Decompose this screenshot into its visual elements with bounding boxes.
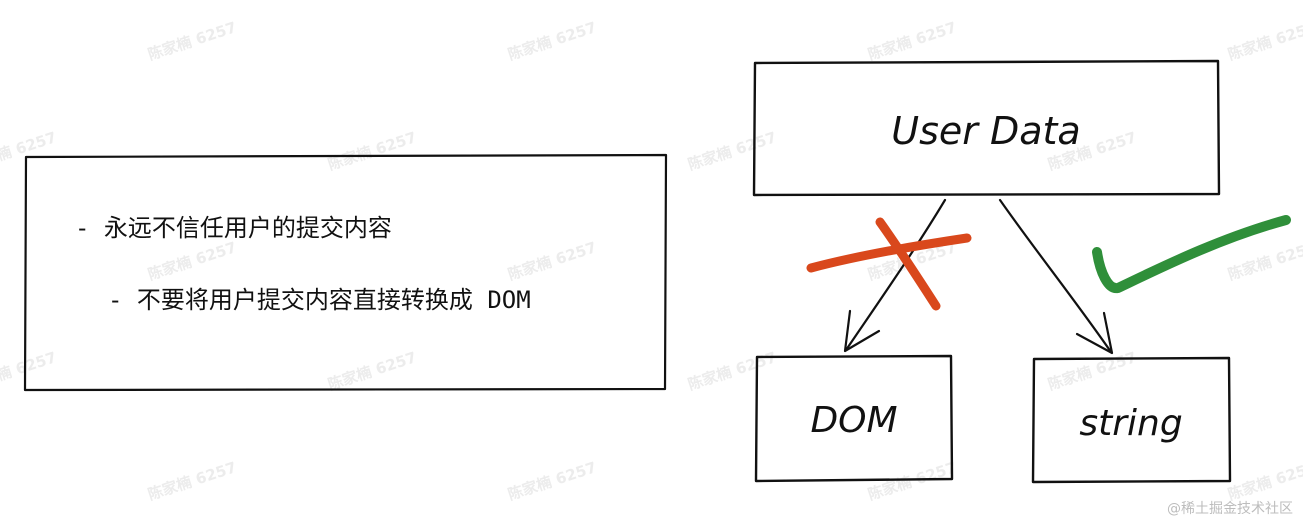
watermark-tile: 陈家楠 6257 <box>146 18 239 64</box>
target-node-string-label: string <box>1079 403 1182 444</box>
watermark-tile: 陈家楠 6257 <box>686 348 779 394</box>
target-node-string-border <box>1031 356 1232 484</box>
watermark-tile: 陈家楠 6257 <box>866 18 959 64</box>
target-node-dom-border <box>754 354 954 483</box>
watermark-tile: 陈家楠 6257 <box>506 18 599 64</box>
watermark-tile: 陈家楠 6257 <box>1046 348 1139 394</box>
note-bullet-2: - 不要将用户提交内容直接转换成 DOM <box>108 286 531 314</box>
watermark-tile: 陈家楠 6257 <box>1226 238 1303 284</box>
watermark-tile: 陈家楠 6257 <box>866 458 959 504</box>
cross-mark-icon <box>806 217 972 311</box>
watermark-tile: 陈家楠 6257 <box>686 128 779 174</box>
cross-mark-stroke-horizontal <box>806 233 972 273</box>
watermark-tile: 陈家楠 6257 <box>1226 458 1303 504</box>
source-node-border <box>752 59 1221 197</box>
watermark-tile: 陈家楠 6257 <box>326 348 419 394</box>
watermark-tile: 陈家楠 6257 <box>0 128 59 174</box>
source-node: User Data <box>752 59 1221 197</box>
cross-mark-stroke-diagonal <box>875 217 941 311</box>
arrow-to-dom-line <box>844 198 947 352</box>
arrow-to-string <box>998 198 1114 355</box>
watermark-tile: 陈家楠 6257 <box>326 128 419 174</box>
target-node-string: string <box>1031 356 1232 484</box>
check-mark-stroke <box>1092 215 1291 294</box>
watermark-tile: 陈家楠 6257 <box>0 348 59 394</box>
arrow-to-string-head <box>1075 311 1114 355</box>
target-node-dom: DOM <box>754 354 954 483</box>
check-mark-icon <box>1092 215 1291 294</box>
source-node-label: User Data <box>891 109 1080 153</box>
note-box-border <box>23 153 668 392</box>
watermark-tile: 陈家楠 6257 <box>506 238 599 284</box>
target-node-dom-label: DOM <box>810 400 897 441</box>
note-box: - 永远不信任用户的提交内容 - 不要将用户提交内容直接转换成 DOM <box>23 153 668 392</box>
watermark-tile: 陈家楠 6257 <box>1226 18 1303 64</box>
watermark-tile: 陈家楠 6257 <box>506 458 599 504</box>
arrow-to-dom <box>843 198 947 353</box>
note-bullet-1: - 永远不信任用户的提交内容 <box>75 214 392 242</box>
watermark-tile: 陈家楠 6257 <box>146 238 239 284</box>
arrow-to-dom-head <box>843 309 881 353</box>
brand-credit-watermark: @稀土掘金技术社区 <box>1167 501 1293 517</box>
arrow-to-string-line <box>998 198 1113 354</box>
watermark-tile: 陈家楠 6257 <box>146 458 239 504</box>
